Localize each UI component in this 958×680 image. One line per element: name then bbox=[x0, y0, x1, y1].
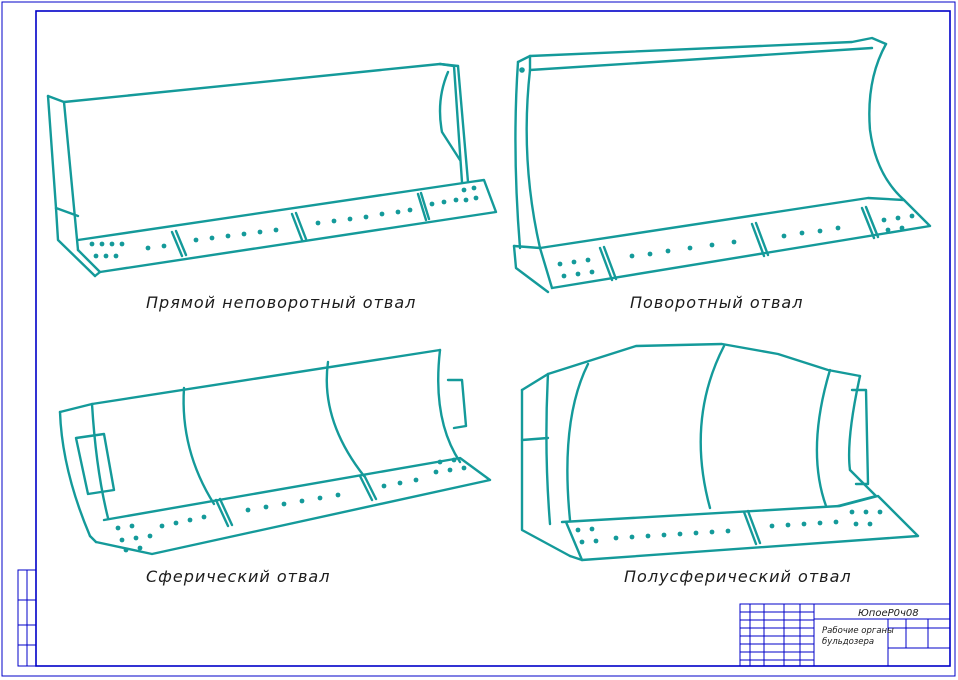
straight-blade-drawing bbox=[46, 62, 498, 278]
caption-straight-blade: Прямой неповоротный отвал bbox=[146, 293, 416, 312]
drawing-title-line1: Рабочие органы bbox=[822, 626, 894, 636]
semispherical-blade-drawing bbox=[520, 342, 920, 562]
drawing-title-line2: бульдозера bbox=[822, 637, 874, 647]
drawing-designation: ЮпоеР0ч08 bbox=[858, 608, 919, 619]
swivel-blade-drawing bbox=[512, 36, 932, 294]
bolt-row bbox=[89, 185, 479, 259]
caption-swivel-blade: Поворотный отвал bbox=[630, 293, 803, 312]
spherical-blade-drawing bbox=[58, 348, 492, 556]
side-stamp bbox=[17, 569, 37, 667]
caption-spherical-blade: Сферический отвал bbox=[146, 567, 330, 586]
title-block: ЮпоеР0ч08 Рабочие органы бульдозера bbox=[739, 603, 951, 667]
caption-semispherical-blade: Полусферический отвал bbox=[624, 567, 852, 586]
inner-frame bbox=[35, 10, 951, 667]
bolt-row bbox=[519, 67, 915, 279]
bolt-row bbox=[115, 457, 467, 553]
bolt-row bbox=[575, 509, 883, 545]
